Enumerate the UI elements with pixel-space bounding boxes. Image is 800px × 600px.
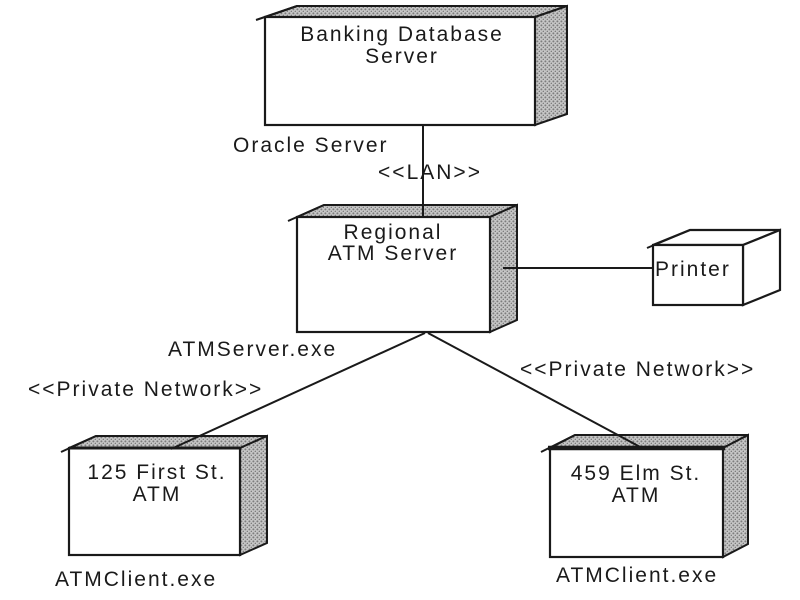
node-right-face — [239, 434, 268, 557]
label-lan-stereotype: <<LAN>> — [378, 161, 482, 184]
label-atmclient-exe-left: ATMClient.exe — [55, 568, 217, 591]
node-regional-atm-server: Regional ATM Server — [287, 203, 518, 334]
node-top-face — [264, 5, 568, 18]
node-top-face — [296, 204, 518, 218]
connection-private-network-left — [170, 332, 426, 450]
node-right-face — [722, 433, 749, 559]
node-label-line1: Banking Database — [300, 23, 504, 46]
label-private-network-left: <<Private Network>> — [28, 378, 263, 401]
node-front-face — [651, 243, 745, 307]
node-label-line1: 459 Elm St. — [571, 462, 702, 485]
node-banking-database-server: Banking Database Server — [255, 4, 568, 127]
node-printer: Printer — [646, 228, 782, 307]
node-label-line2: Server — [365, 45, 439, 68]
label-atmclient-exe-right: ATMClient.exe — [556, 564, 718, 587]
node-top-left-edge — [255, 5, 298, 21]
node-label-line2: ATM — [612, 484, 661, 507]
node-front-face — [263, 15, 537, 127]
node-top-face — [68, 435, 268, 449]
node-front-face — [295, 215, 492, 334]
node-atm-459-elm-st: 459 Elm St. ATM — [540, 433, 749, 559]
connection-private-network-right — [427, 332, 643, 449]
node-right-face — [534, 4, 568, 127]
node-top-left-edge — [287, 204, 325, 222]
label-oracle-server: Oracle Server — [233, 134, 389, 157]
node-atm-125-first-st: 125 First St. ATM — [60, 434, 268, 557]
label-private-network-right: <<Private Network>> — [520, 358, 755, 381]
label-atmserver-exe: ATMServer.exe — [168, 338, 337, 361]
node-label-line1: Regional — [344, 221, 443, 244]
node-label: Printer — [655, 258, 731, 281]
node-top-left-edge — [60, 435, 97, 453]
node-label-line2: ATM — [133, 483, 182, 506]
node-label-line1: 125 First St. — [87, 461, 226, 484]
connections — [170, 125, 654, 450]
node-label-line2: ATM Server — [328, 242, 458, 265]
labels: Oracle Server <<LAN>> ATMServer.exe <<Pr… — [28, 134, 755, 591]
node-top-left-edge — [540, 434, 576, 453]
